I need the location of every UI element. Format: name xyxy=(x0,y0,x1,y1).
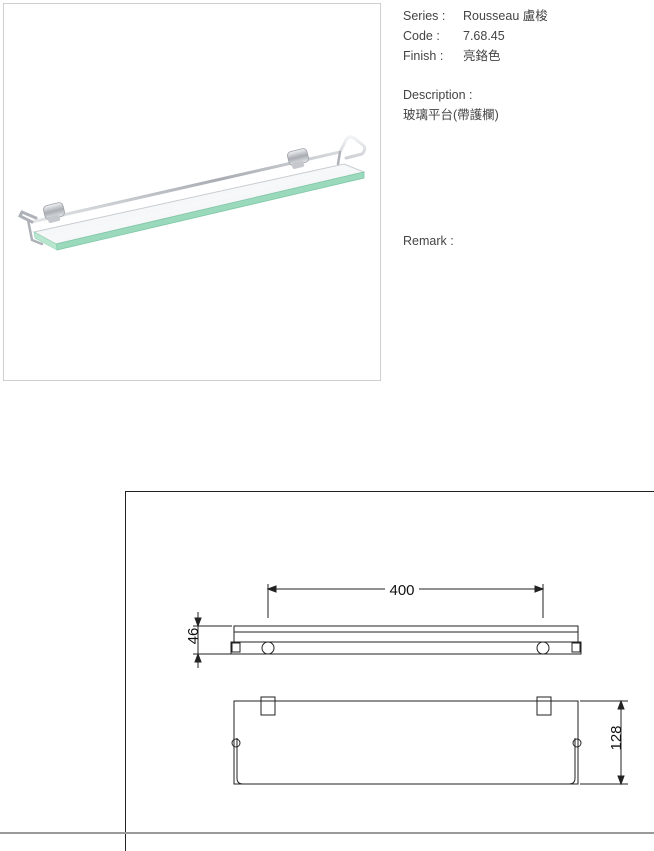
series-row: Series : Rousseau 盧梭 xyxy=(403,6,648,26)
left-bracket xyxy=(43,202,65,223)
bottom-divider xyxy=(0,832,654,834)
code-value: 7.68.45 xyxy=(463,29,505,43)
chrome-rail xyxy=(30,135,367,224)
depth-dimension: 128 xyxy=(608,725,625,750)
description-label: Description : xyxy=(403,88,473,102)
height-dimension: 46 xyxy=(185,628,202,645)
finish-value: 亮鉻色 xyxy=(463,49,501,63)
technical-drawing-frame xyxy=(125,491,654,851)
product-photo-frame xyxy=(3,3,381,381)
width-dimension: 400 xyxy=(389,582,414,599)
code-row: Code : 7.68.45 xyxy=(403,26,648,46)
glass-shelf-photo xyxy=(17,135,367,251)
finish-label: Finish : xyxy=(403,49,444,63)
series-value: Rousseau 盧梭 xyxy=(463,9,548,23)
remark-label: Remark : xyxy=(403,234,454,248)
code-label: Code : xyxy=(403,29,440,43)
right-bracket xyxy=(287,148,309,169)
description-value: 玻璃平台(帶護欄) xyxy=(403,108,499,122)
product-specs: Series : Rousseau 盧梭 Code : 7.68.45 Fini… xyxy=(403,6,648,125)
series-label: Series : xyxy=(403,9,446,23)
finish-row: Finish : 亮鉻色 xyxy=(403,46,648,66)
